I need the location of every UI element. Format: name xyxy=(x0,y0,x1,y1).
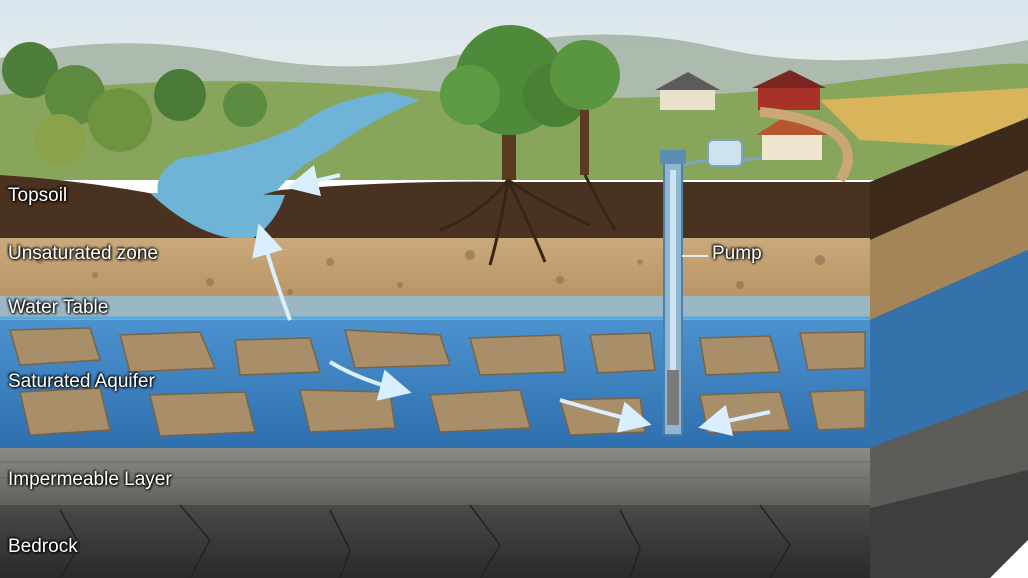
bedrock-cracks xyxy=(59,504,791,578)
unsaturated-zone-layer xyxy=(0,238,870,300)
label-pump: Pump xyxy=(712,243,762,264)
farmhouse xyxy=(655,72,720,110)
wheat-field xyxy=(820,88,1028,150)
bedrock-layer xyxy=(0,505,870,578)
label-bedrock: Bedrock xyxy=(8,536,78,557)
oak-tree xyxy=(440,25,620,180)
label-impermeable-layer: Impermeable Layer xyxy=(8,469,172,490)
forest xyxy=(2,42,267,166)
impermeable-striations xyxy=(0,461,870,495)
label-unsaturated-zone: Unsaturated zone xyxy=(8,243,158,264)
dirt-road xyxy=(759,107,853,183)
label-saturated-aquifer: Saturated Aquifer xyxy=(8,371,155,392)
side-unsaturated xyxy=(870,170,1028,320)
river xyxy=(157,92,420,200)
barn xyxy=(752,70,826,110)
label-topsoil: Topsoil xyxy=(8,185,68,206)
cottage xyxy=(756,112,828,160)
tree-roots xyxy=(439,174,617,266)
side-aquifer xyxy=(870,250,1028,448)
gravel-pebbles xyxy=(36,250,825,295)
river-channel xyxy=(150,193,285,240)
side-topsoil xyxy=(870,118,1028,240)
water-table-band xyxy=(0,296,870,320)
pump-well xyxy=(660,150,708,436)
groundwater-flow-arrows xyxy=(252,164,771,437)
page-corner xyxy=(990,540,1028,578)
side-impermeable xyxy=(870,390,1028,508)
label-water-table: Water Table xyxy=(8,297,109,318)
topsoil-layer xyxy=(0,175,870,240)
